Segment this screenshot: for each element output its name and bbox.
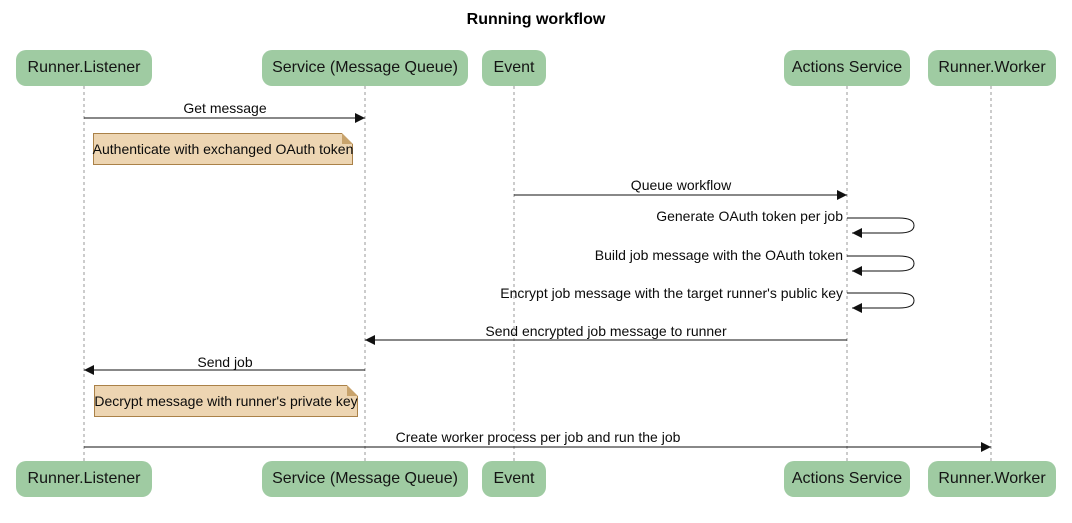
self-arrow-build-job-message [847, 255, 915, 276]
message-label-send-job: Send job [197, 354, 253, 370]
message-label-generate-oauth-token: Generate OAuth token per job [656, 208, 843, 224]
actor-runner-worker-bottom: Runner.Worker [928, 461, 1056, 497]
actor-actions-service-top: Actions Service [784, 50, 910, 86]
note-decrypt-private-key: Decrypt message with runner's private ke… [94, 385, 358, 417]
actor-service-message-queue-bottom: Service (Message Queue) [262, 461, 468, 497]
message-label-get-message: Get message [183, 100, 267, 116]
actor-runner-listener-bottom: Runner.Listener [16, 461, 152, 497]
actor-service-message-queue-top: Service (Message Queue) [262, 50, 468, 86]
diagram-title: Running workflow [466, 11, 606, 28]
actor-event-top: Event [482, 50, 546, 86]
actor-runner-listener-top: Runner.Listener [16, 50, 152, 86]
actor-event-bottom: Event [482, 461, 546, 497]
actor-actions-service-bottom: Actions Service [784, 461, 910, 497]
self-arrow-encrypt-job-message [847, 292, 915, 313]
actor-runner-worker-top: Runner.Worker [928, 50, 1056, 86]
message-label-build-job-message: Build job message with the OAuth token [594, 247, 843, 263]
message-label-queue-workflow: Queue workflow [630, 177, 732, 193]
message-label-send-encrypted-job-message: Send encrypted job message to runner [485, 323, 727, 339]
note-authenticate-oauth: Authenticate with exchanged OAuth token [93, 133, 353, 165]
message-label-create-worker-process: Create worker process per job and run th… [395, 429, 681, 445]
message-label-encrypt-job-message: Encrypt job message with the target runn… [500, 285, 843, 301]
self-arrow-generate-oauth-token [847, 217, 915, 238]
